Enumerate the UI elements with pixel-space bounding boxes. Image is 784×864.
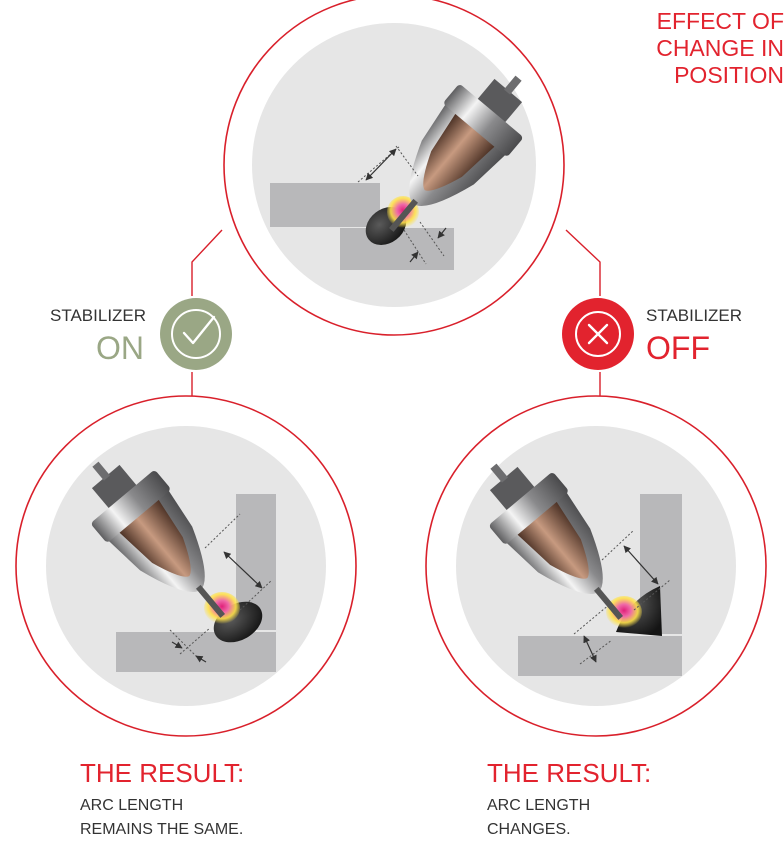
stabilizer-off-circle — [425, 395, 767, 737]
diagram-title: EFFECT OF CHANGE IN POSITION — [584, 8, 784, 89]
right-result-text: ARC LENGTH CHANGES. — [487, 794, 590, 842]
stabilizer-off-label: STABILIZER — [646, 306, 743, 325]
stabilizer-off-state: OFF — [646, 330, 710, 366]
left-result-text: ARC LENGTH REMAINS THE SAME. — [80, 794, 243, 842]
x-icon — [562, 298, 634, 370]
stabilizer-on-label: STABILIZER — [50, 306, 147, 325]
title-line: EFFECT OF — [656, 8, 784, 34]
result-line: REMAINS THE SAME. — [80, 821, 244, 838]
left-result-heading: THE RESULT: — [80, 758, 245, 788]
right-result-heading: THE RESULT: — [487, 758, 652, 788]
title-line: CHANGE IN — [656, 35, 784, 61]
stabilizer-on-state: ON — [96, 330, 144, 366]
check-icon — [160, 298, 232, 370]
stabilizer-on-circle — [15, 395, 357, 737]
result-line: CHANGES. — [487, 821, 571, 838]
top-position-circle — [223, 0, 565, 336]
title-line: POSITION — [674, 62, 784, 88]
result-line: ARC LENGTH — [80, 797, 184, 814]
result-line: ARC LENGTH — [487, 797, 591, 814]
